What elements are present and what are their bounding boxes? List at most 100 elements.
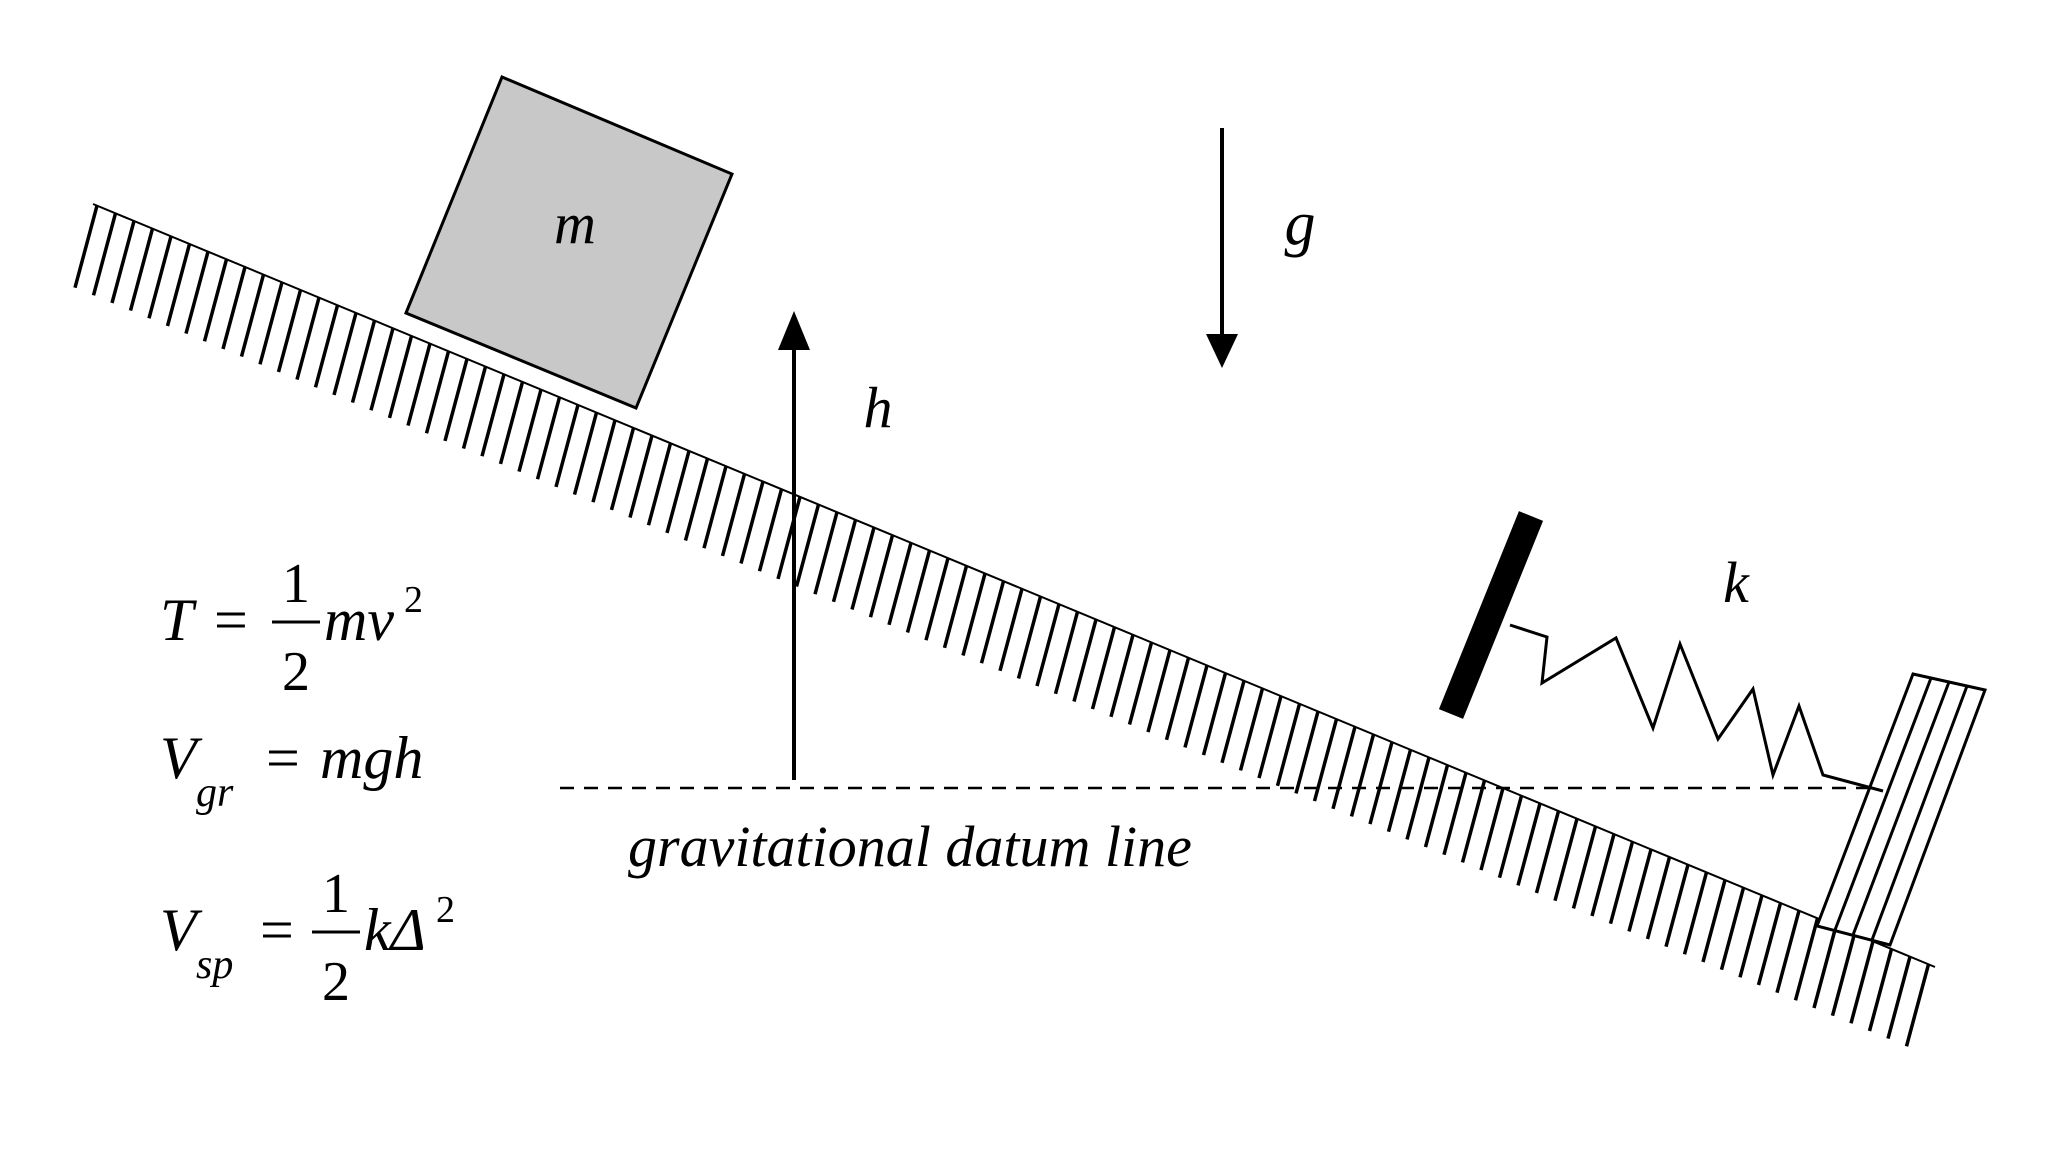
hatch-line xyxy=(1479,787,1505,871)
hatch-line xyxy=(1016,596,1043,679)
hatch-line xyxy=(776,496,802,580)
height-arrow xyxy=(778,311,810,780)
hatch-line xyxy=(295,297,321,381)
hatch-line xyxy=(1534,810,1561,894)
mass-block xyxy=(404,75,734,410)
hatch-line xyxy=(1423,764,1450,848)
hatch-line xyxy=(905,550,932,633)
hatch-line xyxy=(1238,687,1265,771)
hatch-line xyxy=(665,450,691,534)
spring-base: V xyxy=(160,897,203,963)
hatch-line xyxy=(1701,879,1727,963)
gravitational-potential-equation: V gr = mgh xyxy=(160,725,423,816)
hatch-line xyxy=(258,281,284,365)
hatch-line xyxy=(942,565,969,649)
hatch-line xyxy=(424,350,451,434)
incline-hatching xyxy=(73,205,1931,1047)
hatch-line xyxy=(1294,710,1320,794)
hatch-line xyxy=(1775,910,1801,994)
hatch-line xyxy=(1257,695,1283,779)
hatch-line xyxy=(1793,917,1820,1001)
hatch-line xyxy=(313,304,340,388)
hatch-line xyxy=(813,511,839,595)
hatch-line xyxy=(443,358,469,442)
datum-label: gravitational datum line xyxy=(628,814,1192,879)
hatch-line xyxy=(998,588,1024,672)
hatch-line xyxy=(1368,741,1394,825)
gravity-arrow xyxy=(1206,128,1238,368)
hatch-line xyxy=(147,235,173,319)
hatch-line xyxy=(961,573,987,656)
hatch-line xyxy=(1331,726,1357,810)
hatch-line xyxy=(1867,948,1894,1032)
hatch-line xyxy=(276,289,303,373)
hatch-line xyxy=(1682,871,1709,955)
hatch-line xyxy=(1497,795,1524,879)
hatch-line xyxy=(720,473,747,557)
hatch-line xyxy=(1756,902,1783,986)
kinetic-exponent: 2 xyxy=(404,579,423,621)
hatch-line xyxy=(1201,672,1228,756)
hatch-line xyxy=(1812,925,1838,1009)
spring-coil xyxy=(1509,623,1884,793)
hatch-line xyxy=(221,266,247,350)
hatch-line xyxy=(1830,933,1857,1017)
hatch-line xyxy=(1460,779,1487,863)
hatch-line xyxy=(591,419,617,503)
hatch-line xyxy=(628,435,654,519)
hatch-line xyxy=(1072,619,1098,702)
spring-potential-equation: V sp = 1 2 kΔ 2 xyxy=(160,863,455,1013)
hatch-line xyxy=(1719,887,1746,971)
hatch-line xyxy=(517,389,543,473)
spring-constant-label: k xyxy=(1723,550,1750,615)
kinetic-equals: = xyxy=(214,587,248,653)
kinetic-energy-equation: T = 1 2 mv 2 xyxy=(160,553,423,703)
hatch-line xyxy=(535,396,562,480)
hatch-line xyxy=(1849,940,1875,1024)
gravitational-equals: = xyxy=(266,725,300,791)
hatch-line xyxy=(1386,749,1413,833)
hatch-line xyxy=(979,580,1006,664)
spring-frac-den: 2 xyxy=(322,951,350,1013)
spring-plate xyxy=(1438,511,1544,719)
hatch-line xyxy=(1275,703,1302,787)
hatch-line xyxy=(110,220,136,304)
hatch-line xyxy=(184,251,210,335)
hatch-line xyxy=(1904,963,1931,1047)
hatch-line xyxy=(1312,718,1339,802)
hatch-line xyxy=(1183,664,1209,748)
gravitational-rhs: mgh xyxy=(320,725,423,791)
mass-label: m xyxy=(554,191,596,256)
hatch-line xyxy=(1886,956,1912,1040)
hatch-line xyxy=(868,534,895,618)
hatch-line xyxy=(332,312,358,396)
hatch-line xyxy=(757,488,784,572)
hatch-line xyxy=(794,504,821,587)
spring-rhs: kΔ xyxy=(364,897,426,963)
kinetic-rhs: mv xyxy=(324,587,394,653)
hatch-line xyxy=(683,458,710,541)
kinetic-frac-num: 1 xyxy=(282,553,310,615)
gravitational-base: V xyxy=(160,725,203,791)
hatch-line xyxy=(609,427,636,511)
hatch-line xyxy=(1164,657,1191,741)
hatch-line xyxy=(387,335,414,419)
height-label: h xyxy=(864,375,893,440)
hatch-line xyxy=(1738,894,1764,978)
hatch-line xyxy=(1571,825,1598,909)
gravitational-subscript: gr xyxy=(196,770,234,816)
hatch-line xyxy=(1664,864,1690,948)
hatch-line xyxy=(128,228,155,312)
spring-exponent: 2 xyxy=(436,889,455,931)
hatch-line xyxy=(924,557,950,641)
hatch-line xyxy=(91,212,118,296)
hatch-line xyxy=(1090,626,1117,710)
hatch-line xyxy=(1442,772,1468,856)
hatch-line xyxy=(350,320,377,404)
hatch-line xyxy=(73,205,99,289)
hatch-line xyxy=(1109,634,1135,718)
hatch-line xyxy=(1645,856,1672,940)
hatch-line xyxy=(1035,603,1061,687)
hatch-line xyxy=(572,412,599,496)
